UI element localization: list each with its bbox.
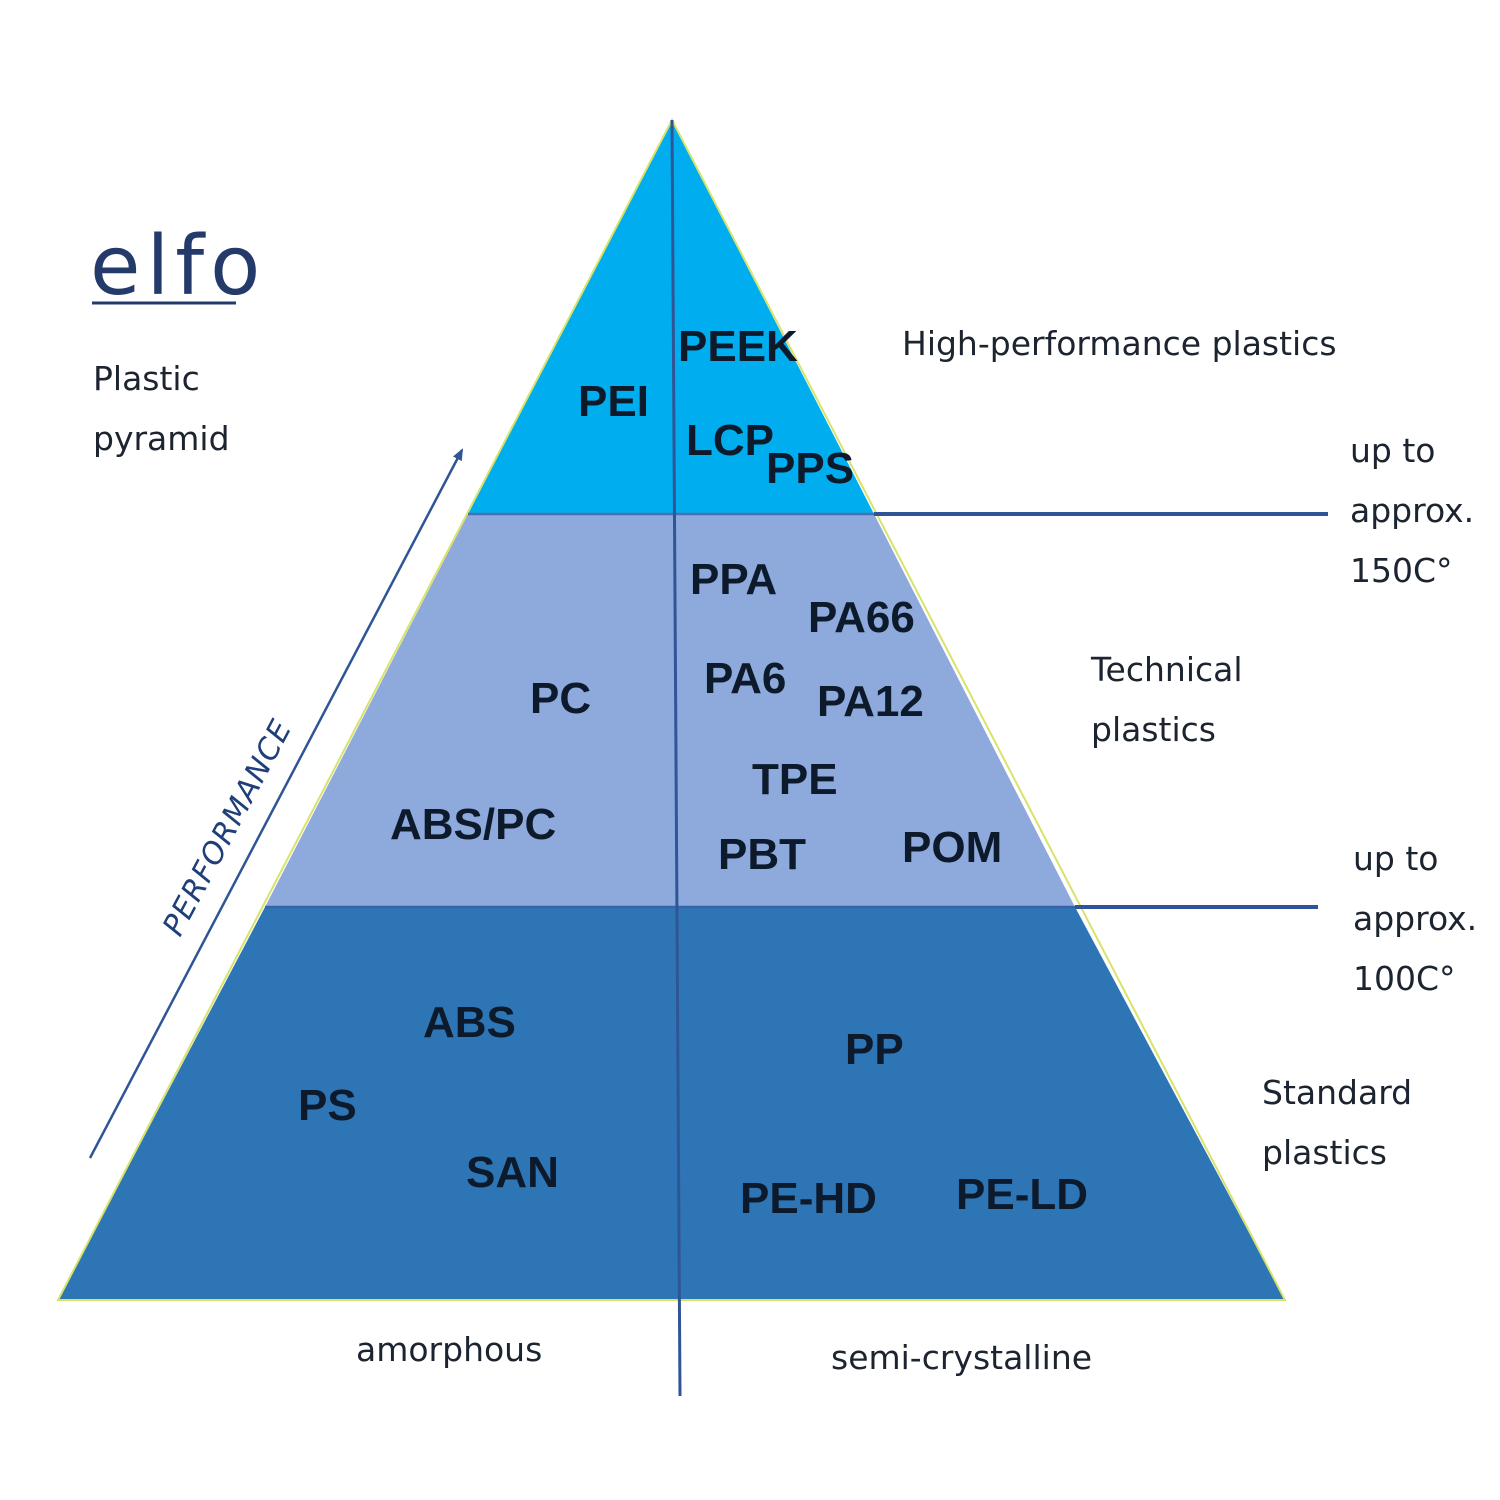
- column-divider-line: [670, 119, 682, 1397]
- plastic-san: SAN: [466, 1148, 559, 1197]
- plastic-ps: PS: [298, 1081, 357, 1130]
- plastic-peek: PEEK: [678, 322, 798, 371]
- plastic-pa66: PA66: [808, 593, 915, 642]
- threshold-100-line2: approx.: [1353, 899, 1477, 938]
- plastic-lcp: LCP: [686, 416, 774, 465]
- tier-high-performance-plastics: [468, 120, 874, 514]
- tier-name-technical-line2: plastics: [1091, 710, 1216, 749]
- pyramid-outline: [56, 117, 1287, 1301]
- plastic-pe-hd: PE-HD: [740, 1174, 877, 1223]
- performance-arrow: [88, 448, 464, 1159]
- plastic-abs: ABS: [423, 998, 516, 1047]
- threshold-150-line3: 150C°: [1350, 551, 1453, 590]
- tier-technical-plastics: [265, 514, 1075, 907]
- column-label-semi-crystalline: semi-crystalline: [831, 1338, 1092, 1377]
- plastic-abs-pc: ABS/PC: [390, 800, 556, 849]
- threshold-100-line3: 100C°: [1353, 959, 1456, 998]
- threshold-150-line2: approx.: [1350, 491, 1474, 530]
- plastic-pom: POM: [902, 823, 1002, 872]
- brand-logo: elfo: [90, 219, 266, 314]
- tier-name-technical-line1: Technical: [1090, 650, 1243, 689]
- plastic-pe-ld: PE-LD: [956, 1170, 1088, 1219]
- plastic-pps: PPS: [766, 444, 854, 493]
- brand-subtitle-line2: pyramid: [93, 419, 230, 458]
- tier-name-standard-line1: Standard: [1262, 1073, 1412, 1112]
- column-label-amorphous: amorphous: [356, 1330, 542, 1369]
- plastic-tpe: TPE: [752, 755, 838, 804]
- plastic-ppa: PPA: [690, 555, 777, 604]
- tier-name-high-performance: High-performance plastics: [902, 324, 1337, 363]
- plastic-pa12: PA12: [817, 677, 924, 726]
- plastic-pa6: PA6: [704, 654, 786, 703]
- threshold-100-line1: up to: [1353, 839, 1438, 878]
- plastic-pei: PEI: [578, 377, 649, 426]
- tier-name-standard-line2: plastics: [1262, 1133, 1387, 1172]
- threshold-150-line1: up to: [1350, 431, 1435, 470]
- brand-subtitle-line1: Plastic: [93, 359, 200, 398]
- plastic-pp: PP: [845, 1025, 904, 1074]
- plastic-pbt: PBT: [718, 830, 806, 879]
- tier-standard-plastics: [58, 907, 1285, 1300]
- plastic-pc: PC: [530, 674, 591, 723]
